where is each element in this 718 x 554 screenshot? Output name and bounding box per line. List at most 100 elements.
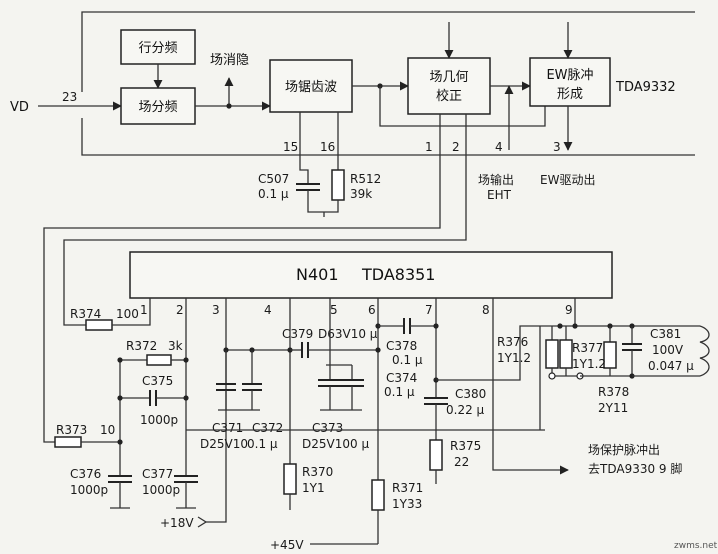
c507-capacitor: C507 0.1 μ — [258, 112, 324, 213]
c374-value: 0.1 μ — [384, 385, 415, 399]
c380-name: C380 — [455, 387, 486, 401]
c371-name: C371 — [212, 421, 243, 435]
pin9-yoke-network: R376 1Y1.2 R377 1Y1.2 R378 2Y11 C381 100… — [497, 298, 710, 430]
lower-pin-2: 2 — [176, 303, 184, 317]
r512-name: R512 — [350, 172, 381, 186]
vd-label: VD — [10, 100, 29, 115]
c377-name: C377 — [142, 467, 173, 481]
r374-value: 100 — [116, 307, 139, 321]
ew-label-1: EW脉冲 — [546, 68, 593, 83]
r374-resistor: R374 100 — [70, 298, 151, 331]
r512-value: 39k — [350, 187, 372, 201]
r512-resistor: R512 39k — [323, 112, 381, 217]
lower-pin-1: 1 — [140, 303, 148, 317]
line-divider-label: 行分频 — [138, 41, 177, 56]
pin6-rail: +45V R371 1Y33 — [270, 298, 423, 552]
c381-name: C381 — [650, 327, 681, 341]
c375-value: 1000p — [140, 413, 178, 427]
vd-pin-label: 23 — [62, 90, 77, 104]
geometry-to-ew — [490, 81, 531, 150]
c376-name: C376 — [70, 467, 101, 481]
r377-name: R377 — [572, 341, 603, 355]
upper-pin-16: 16 — [320, 140, 335, 154]
field-out-label: 场输出 — [478, 172, 514, 187]
protect-label-2: 去TDA9330 9 脚 — [588, 461, 682, 476]
c381-value-1: 100V — [652, 343, 684, 357]
lower-pin-4: 4 — [264, 303, 272, 317]
c507-value: 0.1 μ — [258, 187, 289, 201]
upper-ic-label: TDA9332 — [615, 80, 676, 95]
lower-pin-6: 6 — [368, 303, 376, 317]
sawtooth-label: 场锯齿波 — [285, 80, 337, 95]
r376-value: 1Y1.2 — [497, 351, 531, 365]
blanking-branch: 场消隐 — [195, 53, 271, 111]
r371-name: R371 — [392, 481, 423, 495]
protect-output: 场保护脉冲出 去TDA9330 9 脚 — [492, 298, 682, 476]
c371-c372-capacitors: C371 C372 D25V10 0.1 μ — [200, 347, 290, 451]
sawtooth-block: 场锯齿波 — [269, 59, 353, 113]
r373-value: 10 — [100, 423, 115, 437]
c378-name: C378 — [386, 339, 417, 353]
r373-name: R373 — [56, 423, 87, 437]
lower-pin-8: 8 — [482, 303, 490, 317]
c373-capacitors: C373 D25V100 μ — [302, 298, 369, 451]
r378-value: 2Y11 — [598, 401, 628, 415]
r370-value: 1Y1 — [302, 481, 325, 495]
c378-capacitor: C378 0.1 μ — [378, 318, 436, 367]
blanking-label: 场消隐 — [210, 53, 249, 68]
upper-pin-2: 2 — [452, 140, 460, 154]
c372-name: C372 — [252, 421, 283, 435]
lower-pin-7: 7 — [425, 303, 433, 317]
field-divider-block: 场分频 — [120, 87, 196, 125]
vd-input-line: VD 23 — [10, 90, 122, 115]
c372-value: 0.1 μ — [247, 437, 278, 451]
protect-label-1: 场保护脉冲出 — [588, 442, 660, 457]
pin1-feed — [43, 114, 441, 443]
geometry-correction-block: 场几何 校正 — [407, 57, 491, 115]
r376-name: R376 — [497, 335, 528, 349]
plus18-label: +18V — [160, 516, 194, 530]
r370-name: R370 — [302, 465, 333, 479]
c373-name: C373 — [312, 421, 343, 435]
field-divider-label: 场分频 — [138, 100, 177, 115]
upper-pin-3: 3 — [553, 140, 561, 154]
pin2-network: R372 3k C375 1000p R373 10 C376 1000p C3… — [54, 298, 198, 509]
c373-value: D25V100 μ — [302, 437, 369, 451]
c379-value: D63V10 μ — [318, 327, 378, 341]
c507-name: C507 — [258, 172, 289, 186]
pin7-to-yoke — [436, 325, 540, 381]
c379-name: C379 — [282, 327, 313, 341]
sawtooth-to-geometry — [352, 81, 546, 127]
pin2-feed — [63, 114, 467, 326]
ew-out-label: EW驱动出 — [540, 173, 595, 187]
c376-value: 1000p — [70, 483, 108, 497]
r374-name: R374 — [70, 307, 101, 321]
tda8351-chip: N401 TDA8351 — [129, 251, 613, 299]
upper-pin-4: 4 — [495, 140, 503, 154]
lower-ic-ref: N401 — [296, 265, 339, 284]
pin7-rail: C374 0.1 μ C380 0.22 μ R375 22 — [384, 298, 486, 484]
watermark: zwms.net — [674, 541, 718, 551]
r372-value: 3k — [168, 339, 183, 353]
r377-value: 1Y1.2 — [572, 357, 606, 371]
lower-pin-5: 5 — [330, 303, 338, 317]
plus45-label: +45V — [270, 538, 304, 552]
c377-value: 1000p — [142, 483, 180, 497]
ew-label-2: 形成 — [557, 87, 583, 102]
c380-value: 0.22 μ — [446, 403, 485, 417]
lower-ic-part: TDA8351 — [361, 265, 435, 284]
tda9332-frame — [81, 11, 695, 156]
c379-capacitor: C379 D63V10 μ — [282, 327, 378, 358]
r378-name: R378 — [598, 385, 629, 399]
lower-pin-9: 9 — [565, 303, 573, 317]
geometry-label-2: 校正 — [436, 88, 462, 104]
c378-value: 0.1 μ — [392, 353, 423, 367]
c374-name: C374 — [386, 371, 417, 385]
upper-pin-15: 15 — [283, 140, 298, 154]
r371-value: 1Y33 — [392, 497, 422, 511]
ew-pulse-block: EW脉冲 形成 — [529, 57, 611, 107]
lower-pin-3: 3 — [212, 303, 220, 317]
line-divider-block: 行分频 — [120, 29, 196, 65]
eht-label: EHT — [487, 188, 512, 202]
